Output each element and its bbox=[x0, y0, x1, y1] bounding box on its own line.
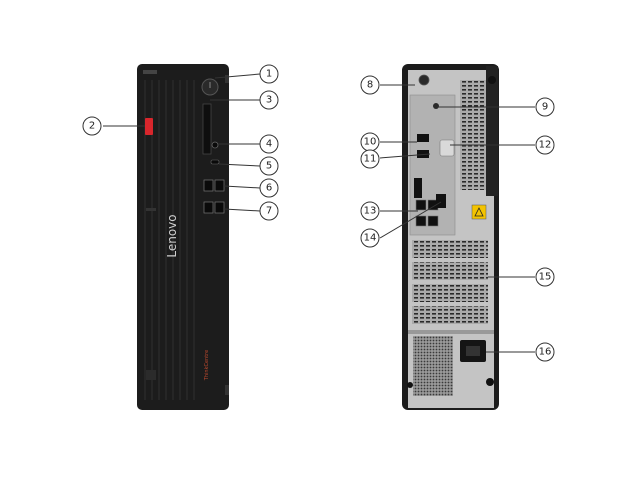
callout-1: 1 bbox=[259, 64, 279, 84]
lock-icon[interactable] bbox=[418, 74, 430, 86]
thinkcentre-badge: ThinkCentre bbox=[204, 350, 210, 381]
audio-jack-icon[interactable] bbox=[211, 141, 219, 149]
callout-4: 4 bbox=[259, 134, 279, 154]
callout-leaders bbox=[103, 73, 535, 353]
callout-number: 15 bbox=[539, 272, 552, 283]
callout-11: 11 bbox=[360, 149, 380, 169]
front-usb-ports-lower[interactable] bbox=[203, 201, 225, 214]
callout-8: 8 bbox=[360, 75, 380, 95]
displayport-and-hdmi[interactable] bbox=[417, 134, 429, 158]
front-usb-ports-upper[interactable] bbox=[203, 179, 225, 192]
red-accent-bar bbox=[145, 118, 153, 135]
callout-14: 14 bbox=[360, 228, 380, 248]
callout-10: 10 bbox=[360, 132, 380, 152]
callout-9: 9 bbox=[535, 97, 555, 117]
psu-vent bbox=[413, 336, 453, 396]
callout-2: 2 bbox=[82, 116, 102, 136]
callout-number: 1 bbox=[266, 69, 272, 80]
warning-label bbox=[471, 204, 487, 220]
callout-number: 13 bbox=[364, 206, 377, 217]
front-view: Lenovo ThinkCentre bbox=[137, 64, 229, 410]
callout-15: 15 bbox=[535, 267, 555, 287]
callout-7: 7 bbox=[259, 201, 279, 221]
callout-number: 2 bbox=[89, 121, 95, 132]
thumbscrew-bottom-icon[interactable] bbox=[486, 378, 494, 386]
callout-number: 6 bbox=[266, 183, 272, 194]
rear-view bbox=[402, 64, 499, 410]
top-notch bbox=[143, 70, 157, 74]
lenovo-logo: Lenovo bbox=[165, 214, 179, 257]
io-shield bbox=[409, 94, 456, 236]
callout-13: 13 bbox=[360, 201, 380, 221]
front-chassis bbox=[137, 64, 229, 410]
callout-number: 8 bbox=[367, 80, 373, 91]
callout-number: 12 bbox=[539, 140, 552, 151]
callout-number: 5 bbox=[266, 161, 272, 172]
callout-number: 10 bbox=[364, 137, 377, 148]
antenna-connector-icon[interactable] bbox=[433, 103, 439, 109]
callout-number: 7 bbox=[266, 206, 272, 217]
callout-3: 3 bbox=[259, 90, 279, 110]
expansion-slots bbox=[412, 240, 488, 324]
vga-port[interactable] bbox=[439, 139, 455, 157]
card-reader-slot[interactable] bbox=[202, 103, 212, 155]
callout-6: 6 bbox=[259, 178, 279, 198]
callout-12: 12 bbox=[535, 135, 555, 155]
thumbscrew-top-icon[interactable] bbox=[488, 76, 496, 84]
callout-16: 16 bbox=[535, 342, 555, 362]
right-handle bbox=[486, 66, 498, 196]
callout-number: 16 bbox=[539, 347, 552, 358]
rear-vent-upper bbox=[460, 80, 488, 190]
rear-usb-ports[interactable] bbox=[415, 199, 439, 227]
callout-number: 4 bbox=[266, 139, 272, 150]
ethernet-port[interactable] bbox=[436, 194, 446, 208]
callout-number: 3 bbox=[266, 95, 272, 106]
usb-c-port[interactable] bbox=[210, 159, 220, 165]
callout-number: 11 bbox=[364, 154, 377, 165]
callout-number: 14 bbox=[364, 233, 377, 244]
callout-5: 5 bbox=[259, 156, 279, 176]
callout-number: 9 bbox=[542, 102, 548, 113]
